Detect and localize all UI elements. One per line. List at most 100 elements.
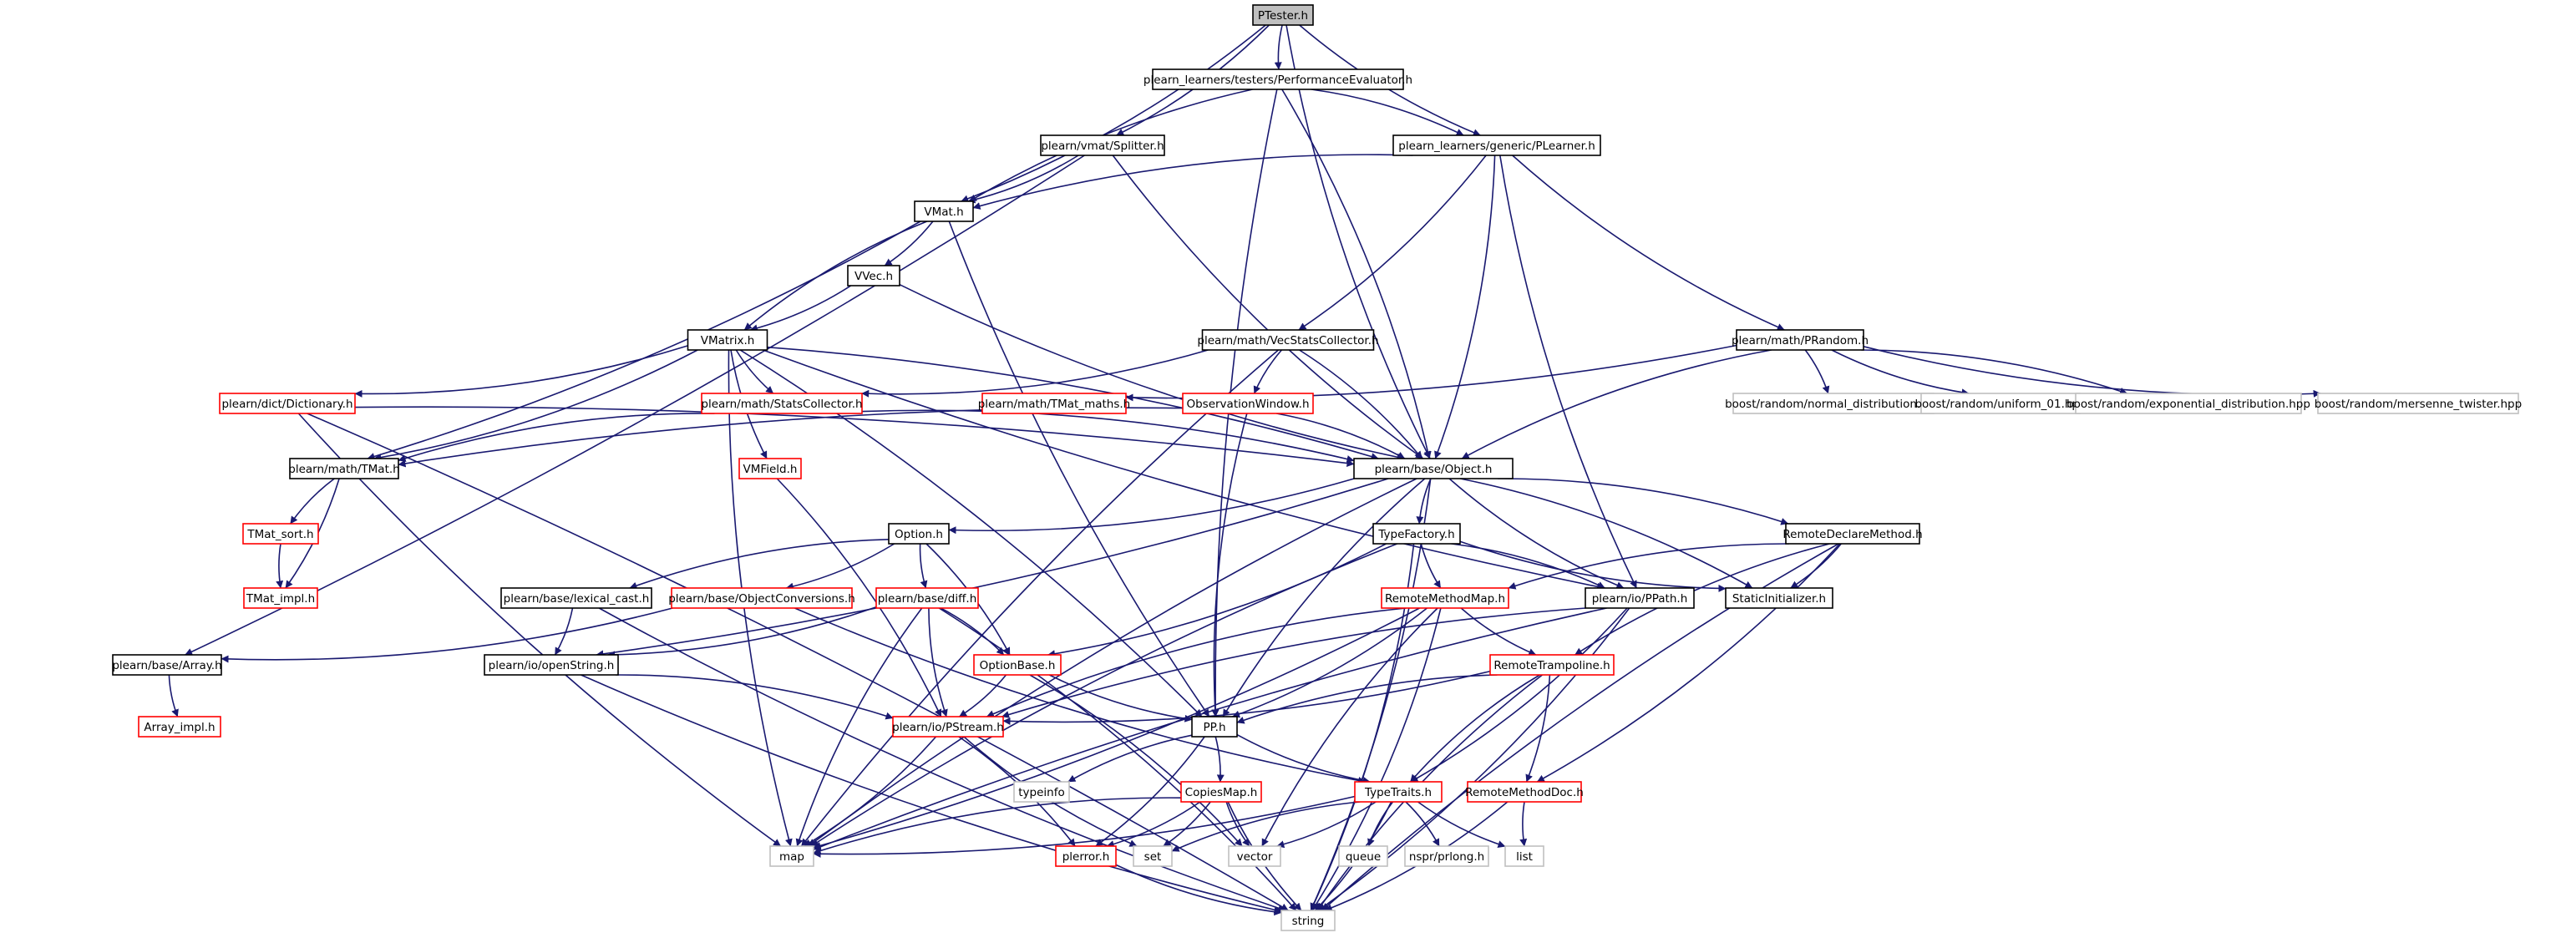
node-prandom-box xyxy=(1736,329,1864,351)
edge-vmatrix-to-ppath xyxy=(763,349,1605,591)
node-plearner-box xyxy=(1392,134,1601,156)
node-option-label: Option.h xyxy=(895,528,943,541)
edge-vmatrix-to-dictionary xyxy=(354,345,688,398)
node-object-box xyxy=(1353,458,1514,479)
node-ppath-box xyxy=(1585,587,1695,609)
node-vmatrix-box xyxy=(687,329,768,351)
node-splitter[interactable]: plearn/vmat/Splitter.h xyxy=(1040,134,1165,156)
node-set: set xyxy=(1133,845,1173,867)
node-optionbase[interactable]: OptionBase.h xyxy=(973,654,1062,676)
node-remotemethoddoc-label: RemoteMethodDoc.h xyxy=(1465,786,1584,799)
edge-typetraits-to-list xyxy=(1417,801,1506,848)
node-typeinfo-label: typeinfo xyxy=(1018,786,1064,799)
edge-remotedecl-to-remotemethoddoc xyxy=(1536,543,1841,783)
node-perror[interactable]: plerror.h xyxy=(1055,845,1117,867)
node-object[interactable]: plearn/base/Object.h xyxy=(1353,458,1514,479)
node-tmatsort[interactable]: TMat_sort.h xyxy=(242,523,319,545)
edge-pp-to-typetraits xyxy=(1236,733,1371,784)
node-typetraits-label: TypeTraits.h xyxy=(1364,786,1432,799)
edge-perfeval-to-vmat xyxy=(968,89,1253,202)
edge-vecstats-to-statscollector xyxy=(861,349,1209,398)
edge-lexicalcast-to-string xyxy=(598,607,1286,912)
edge-remotedecl-to-remotemethodmap xyxy=(1508,543,1789,590)
node-remotemethodmap[interactable]: RemoteMethodMap.h xyxy=(1381,587,1509,609)
node-option-box xyxy=(888,523,950,545)
node-vecstats[interactable]: plearn/math/VecStatsCollector.h xyxy=(1197,329,1379,351)
node-perror-label: plerror.h xyxy=(1062,850,1110,864)
node-prandom[interactable]: plearn/math/PRandom.h xyxy=(1732,329,1869,351)
node-array-label: plearn/base/Array.h xyxy=(112,659,221,672)
node-openstring-box xyxy=(484,654,619,676)
node-tmat[interactable]: plearn/math/TMat.h xyxy=(288,458,400,479)
edge-tmatsort-to-tmatimpl xyxy=(276,543,284,589)
node-staticinit[interactable]: StaticInitializer.h xyxy=(1725,587,1833,609)
node-typefactory[interactable]: TypeFactory.h xyxy=(1372,523,1461,545)
node-expdist-box xyxy=(2075,393,2302,414)
node-statscollector[interactable]: plearn/math/StatsCollector.h xyxy=(701,393,863,414)
node-arrayimpl-label: Array_impl.h xyxy=(144,721,215,734)
node-expdist-label: boost/random/exponential_distribution.hp… xyxy=(2066,398,2310,411)
edge-typetraits-to-map xyxy=(813,795,1356,858)
node-dictionary[interactable]: plearn/dict/Dictionary.h xyxy=(219,393,356,414)
node-tmatmaths-label: plearn/math/TMat_maths.h xyxy=(978,398,1131,411)
node-plearner[interactable]: plearn_learners/generic/PLearner.h xyxy=(1392,134,1601,156)
node-vmatrix[interactable]: VMatrix.h xyxy=(687,329,768,351)
node-lexicalcast[interactable]: plearn/base/lexical_cast.h xyxy=(500,587,652,609)
node-objconv[interactable]: plearn/base/ObjectConversions.h xyxy=(668,587,855,609)
edge-diff-to-optionbase xyxy=(940,607,1005,656)
node-vmat-box xyxy=(914,200,974,222)
node-ptester-box xyxy=(1252,4,1314,26)
edge-typetraits-to-queue xyxy=(1367,801,1394,847)
edge-typefactory-to-map xyxy=(810,543,1397,847)
node-tmatmaths[interactable]: plearn/math/TMat_maths.h xyxy=(978,393,1131,414)
node-tmatimpl[interactable]: TMat_impl.h xyxy=(243,587,318,609)
node-vvec-label: VVec.h xyxy=(854,270,893,283)
node-pp[interactable]: PP.h xyxy=(1191,716,1238,738)
node-openstring[interactable]: plearn/io/openString.h xyxy=(484,654,619,676)
edge-objconv-to-typetraits xyxy=(794,607,1367,784)
node-objconv-box xyxy=(671,587,853,609)
edge-plearner-to-prandom xyxy=(1512,155,1785,331)
node-remotemethodmap-label: RemoteMethodMap.h xyxy=(1385,592,1505,606)
edge-openstring-to-pstream xyxy=(615,674,894,720)
edge-dictionary-to-string xyxy=(307,413,1289,911)
node-typetraits[interactable]: TypeTraits.h xyxy=(1354,781,1443,803)
edge-remotemethodmap-to-pp xyxy=(1232,607,1427,718)
node-normaldist-label: boost/random/normal_distribution.hpp xyxy=(1725,398,1942,411)
node-diff[interactable]: plearn/base/diff.h xyxy=(875,587,979,609)
node-dictionary-label: plearn/dict/Dictionary.h xyxy=(221,398,352,411)
node-mersenne-box xyxy=(2317,393,2519,414)
node-remotedecl[interactable]: RemoteDeclareMethod.h xyxy=(1782,523,1923,545)
node-lexicalcast-label: plearn/base/lexical_cast.h xyxy=(504,592,650,606)
edge-copiesmap-to-set xyxy=(1163,801,1211,847)
edge-plearner-to-vmat xyxy=(972,154,1413,210)
node-array[interactable]: plearn/base/Array.h xyxy=(112,654,222,676)
node-openstring-label: plearn/io/openString.h xyxy=(489,659,615,672)
node-vmfield[interactable]: VMField.h xyxy=(738,458,802,479)
node-copiesmap[interactable]: CopiesMap.h xyxy=(1180,781,1262,803)
edge-vmfield-to-pstream xyxy=(776,478,942,717)
node-obswindow-box xyxy=(1182,393,1314,414)
node-vmfield-label: VMField.h xyxy=(743,463,798,476)
node-pstream[interactable]: plearn/io/PStream.h xyxy=(892,716,1004,738)
edge-vmatrix-to-statscollector xyxy=(735,349,774,394)
node-arrayimpl[interactable]: Array_impl.h xyxy=(138,716,221,738)
node-obswindow[interactable]: ObservationWindow.h xyxy=(1182,393,1314,414)
edge-vvec-to-vmatrix xyxy=(749,285,852,332)
node-uniform01-label: boost/random/uniform_01.hpp xyxy=(1914,398,2086,411)
node-option[interactable]: Option.h xyxy=(888,523,950,545)
node-remotemethoddoc[interactable]: RemoteMethodDoc.h xyxy=(1465,781,1584,803)
node-diff-label: plearn/base/diff.h xyxy=(878,592,977,606)
node-ppath[interactable]: plearn/io/PPath.h xyxy=(1585,587,1695,609)
edge-vmatrix-to-object xyxy=(767,346,1379,460)
edge-ppath-to-typetraits xyxy=(1410,607,1628,783)
edge-object-to-ppath xyxy=(1448,478,1625,589)
edge-pp-to-copiesmap xyxy=(1214,736,1225,783)
node-vvec[interactable]: VVec.h xyxy=(847,265,900,286)
node-vmat[interactable]: VMat.h xyxy=(914,200,974,222)
node-string-label: string xyxy=(1292,915,1325,928)
node-perfeval[interactable]: plearn_learners/testers/PerformanceEvalu… xyxy=(1143,68,1412,90)
node-remotetrampoline[interactable]: RemoteTrampoline.h xyxy=(1489,654,1615,676)
node-copiesmap-box xyxy=(1180,781,1262,803)
edge-prandom-to-expdist xyxy=(1861,349,2128,395)
